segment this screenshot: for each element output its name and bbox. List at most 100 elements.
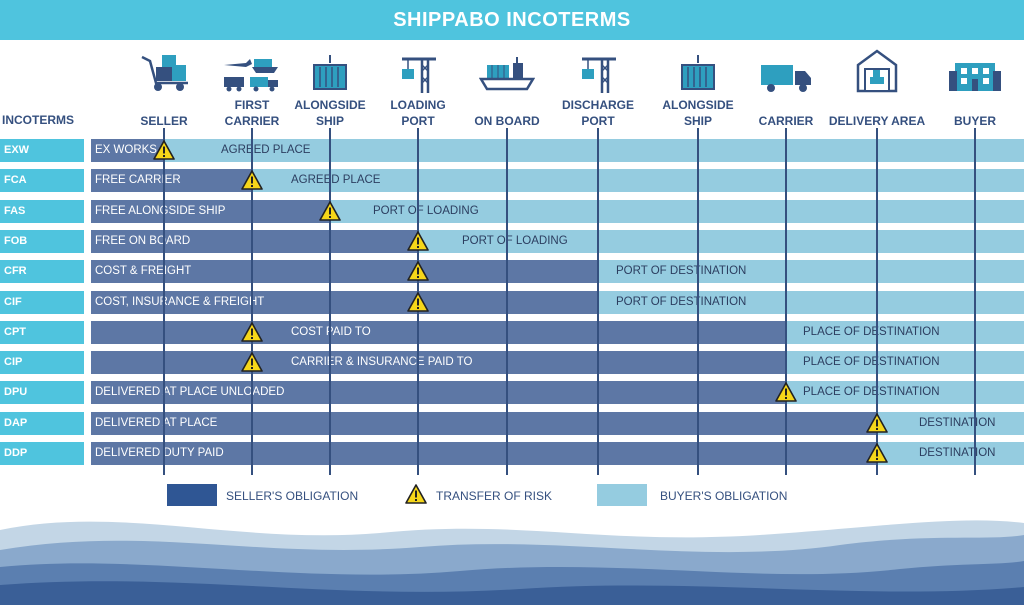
seller-obligation-bar xyxy=(91,169,251,192)
stage-divider-line xyxy=(506,128,508,475)
stage-header-delivery-area: DELIVERY AREA xyxy=(829,113,925,129)
stage-label-line2: PORT xyxy=(401,114,435,128)
stage-label-line2: SHIP xyxy=(683,114,712,128)
destination-label: PLACE OF DESTINATION xyxy=(803,326,940,338)
seller-obligation-bar xyxy=(91,139,163,162)
incoterm-name: COST, INSURANCE & FREIGHT xyxy=(95,296,265,308)
risk-transfer-warning-icon xyxy=(407,261,429,281)
incoterm-code-exw: EXW xyxy=(0,139,84,162)
legend-risk-label: TRANSFER OF RISK xyxy=(436,489,553,503)
buyer-building-icon xyxy=(947,59,1003,98)
risk-transfer-warning-icon xyxy=(241,170,263,190)
stage-label-line1: ALONGSIDE xyxy=(662,98,734,112)
cargo-ship-icon xyxy=(478,57,536,98)
risk-transfer-warning-icon xyxy=(407,292,429,312)
stage-label-line2: BUYER xyxy=(953,114,997,128)
incoterm-code-cip: CIP xyxy=(0,351,84,374)
stage-label-line1: FIRST xyxy=(234,98,270,112)
stage-label-line2: CARRIER xyxy=(758,114,814,128)
stage-divider-line xyxy=(597,128,599,475)
obligation-place-label: PORT OF LOADING xyxy=(373,205,479,217)
obligation-place-label: PORT OF DESTINATION xyxy=(616,265,747,277)
stage-divider-line xyxy=(785,128,787,475)
buyer-obligation-bar xyxy=(91,169,1024,192)
page-title: SHIPPABO INCOTERMS xyxy=(393,9,631,31)
incoterm-code-fca: FCA xyxy=(0,169,84,192)
obligation-place-label: PORT OF LOADING xyxy=(462,235,568,247)
incoterm-code-cpt: CPT xyxy=(0,321,84,344)
container-icon xyxy=(678,55,718,98)
risk-transfer-warning-icon xyxy=(866,443,888,463)
stage-header-loading-port: LOADING PORT xyxy=(390,97,445,129)
stage-divider-line xyxy=(876,128,878,475)
obligation-place-label: AGREED PLACE xyxy=(221,144,311,156)
obligation-place-label: PLACE OF DESTINATION xyxy=(803,386,940,398)
title-bar: SHIPPABO INCOTERMS xyxy=(0,0,1024,40)
seller-obligation-bar xyxy=(91,412,877,435)
legend-seller-label: SELLER'S OBLIGATION xyxy=(226,489,359,503)
seller-obligation-bar xyxy=(91,230,417,253)
buyer-obligation-bar xyxy=(91,139,1024,162)
waves-decoration xyxy=(0,520,1024,605)
stage-header-discharge-port: DISCHARGE PORT xyxy=(562,97,634,129)
container-icon xyxy=(310,55,350,98)
obligation-place-label: DESTINATION xyxy=(919,417,996,429)
risk-transfer-warning-icon xyxy=(241,322,263,342)
seller-obligation-bar xyxy=(91,200,329,223)
stage-divider-line xyxy=(251,128,253,475)
truck-icon xyxy=(759,63,813,98)
risk-transfer-warning-icon xyxy=(407,231,429,251)
dolly-boxes-icon xyxy=(134,51,194,98)
obligation-place-label: PORT OF DESTINATION xyxy=(616,296,747,308)
incoterm-code-cif: CIF xyxy=(0,291,84,314)
incoterms-column-header: INCOTERMS xyxy=(2,113,74,127)
stage-label-line2: CARRIER xyxy=(224,114,280,128)
legend-buyer-label: BUYER'S OBLIGATION xyxy=(660,489,788,503)
destination-label: PLACE OF DESTINATION xyxy=(803,356,940,368)
stage-label-line2: PORT xyxy=(581,114,615,128)
incoterm-name: FREE ALONGSIDE SHIP xyxy=(95,205,226,217)
stage-header-on-board: ON BOARD xyxy=(474,113,539,129)
incoterm-code-dap: DAP xyxy=(0,412,84,435)
stage-label-line1: LOADING xyxy=(390,98,446,112)
seller-obligation-bar xyxy=(91,442,877,465)
port-crane-icon xyxy=(578,53,618,98)
seller-obligation-bar xyxy=(91,351,786,374)
stage-divider-line xyxy=(697,128,699,475)
obligation-place-label: CARRIER & INSURANCE PAID TO xyxy=(291,356,473,368)
stage-header-alongside-ship-2: ALONGSIDE SHIP xyxy=(662,97,733,129)
incoterm-name: COST & FREIGHT xyxy=(95,265,192,277)
risk-transfer-warning-icon xyxy=(775,382,797,402)
stage-label-line2: SELLER xyxy=(140,114,188,128)
stage-label-line1: DISCHARGE xyxy=(561,98,635,112)
incoterm-code-dpu: DPU xyxy=(0,381,84,404)
stage-divider-line xyxy=(329,128,331,475)
stage-label-line2: DELIVERY AREA xyxy=(828,114,926,128)
warehouse-icon xyxy=(856,49,898,98)
stage-divider-line xyxy=(974,128,976,475)
incoterm-name: DELIVERED AT PLACE xyxy=(95,417,218,429)
seller-obligation-bar xyxy=(91,321,786,344)
stage-divider-line xyxy=(163,128,165,475)
obligation-place-label: DESTINATION xyxy=(919,447,996,459)
risk-transfer-warning-icon xyxy=(319,201,341,221)
legend-seller-swatch xyxy=(167,484,217,506)
stage-label-line2: SHIP xyxy=(315,114,344,128)
incoterm-code-cfr: CFR xyxy=(0,260,84,283)
seller-obligation-bar xyxy=(91,381,786,404)
seller-obligation-bar xyxy=(91,260,597,283)
legend-buyer-swatch xyxy=(597,484,647,506)
incoterm-name: EX WORKS xyxy=(95,144,157,156)
stage-label-line2: ON BOARD xyxy=(474,114,540,128)
risk-transfer-warning-icon xyxy=(153,140,175,160)
incoterm-code-ddp: DDP xyxy=(0,442,84,465)
seller-obligation-bar xyxy=(91,291,597,314)
incoterm-code-fas: FAS xyxy=(0,200,84,223)
stage-label-line1: ALONGSIDE xyxy=(294,98,366,112)
stage-header-buyer: BUYER xyxy=(954,113,996,129)
incoterm-name: FREE ON BOARD xyxy=(95,235,191,247)
stage-header-carrier: CARRIER xyxy=(759,113,814,129)
stage-header-alongside-ship-1: ALONGSIDE SHIP xyxy=(294,97,365,129)
port-crane-icon xyxy=(398,53,438,98)
stage-header-seller: SELLER xyxy=(140,113,187,129)
